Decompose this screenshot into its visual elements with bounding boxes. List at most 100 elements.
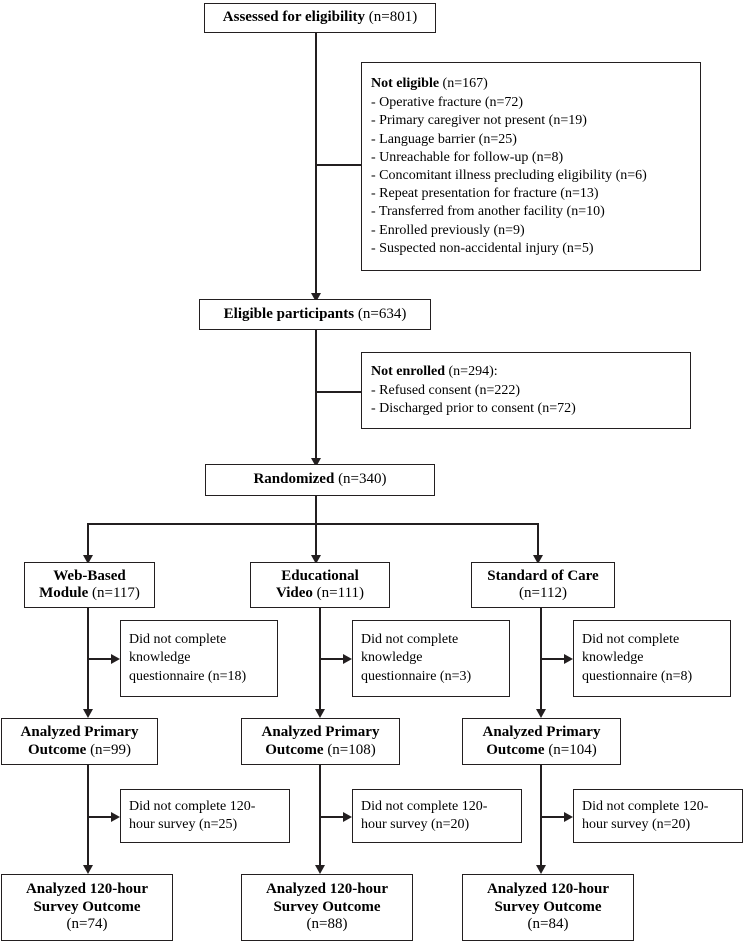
node-dropout-survey-arm2: Did not complete 120- hour survey (n=20) (352, 789, 522, 843)
primary-outcome-count: (n=104) (548, 741, 597, 758)
not-eligible-item: - Primary caregiver not present (n=19) (371, 113, 587, 129)
connector-arm3-to-dropout-survey (541, 816, 567, 818)
node-primary-outcome-arm3: Analyzed Primary Outcome (n=104) (462, 718, 621, 765)
eligible-count: (n=634) (357, 305, 407, 322)
connector-arm1-alloc-to-primary (87, 608, 89, 712)
survey-outcome-count: (n=88) (306, 916, 348, 933)
connector-arm1-primary-to-survey (87, 765, 89, 868)
allocation-line-1: Educational (281, 567, 359, 584)
not-eligible-item: - Unreachable for follow-up (n=8) (371, 149, 564, 165)
primary-outcome-label: Outcome (265, 741, 324, 758)
survey-outcome-line-1: Analyzed 120-hour (486, 881, 610, 898)
survey-outcome-count: (n=84) (527, 916, 569, 933)
dropout-survey-line-1: Did not complete 120- (361, 798, 488, 814)
node-primary-outcome-arm1: Analyzed Primary Outcome (n=99) (1, 718, 158, 765)
node-assessed-for-eligibility: Assessed for eligibility (n=801) (204, 3, 436, 33)
randomized-text: Randomized (n=340) (253, 471, 386, 488)
dropout-survey-line-1: Did not complete 120- (129, 798, 256, 814)
survey-outcome-line-2: Survey Outcome (494, 898, 602, 915)
assessed-text: Assessed for eligibility (n=801) (223, 9, 417, 26)
connector-arm2-to-dropout-survey (320, 816, 346, 818)
node-dropout-knowledge-arm3: Did not complete knowledge questionnaire… (573, 620, 731, 697)
survey-outcome-line-2: Survey Outcome (33, 898, 141, 915)
dropout-line-3: questionnaire (n=3) (361, 668, 472, 684)
primary-outcome-label: Outcome (27, 741, 87, 758)
dropout-line-2: knowledge (582, 650, 644, 666)
connector-arm3-to-dropout-knowledge (541, 658, 567, 660)
allocation-line-1: Web-Based (53, 567, 126, 584)
dropout-line-2: knowledge (361, 650, 423, 666)
connector-arm3-primary-to-survey (540, 765, 542, 868)
connector-split-right (537, 523, 539, 559)
not-eligible-item: - Language barrier (n=25) (371, 131, 517, 147)
not-eligible-item: - Repeat presentation for fracture (n=13… (371, 186, 599, 202)
primary-outcome-line-2: Outcome (n=99) (28, 742, 131, 759)
dropout-line-1: Did not complete (129, 632, 227, 648)
allocation-count: (n=111) (316, 585, 365, 601)
survey-outcome-line-1: Analyzed 120-hour (25, 881, 149, 898)
not-eligible-item: - Operative fracture (n=72) (371, 95, 524, 111)
connector-assessed-to-eligible (315, 33, 317, 296)
connector-to-not-enrolled (316, 391, 362, 393)
assessed-label: Assessed for eligibility (222, 9, 366, 26)
not-enrolled-count: (n=294): (448, 363, 498, 379)
dropout-survey-line-2: hour survey (n=20) (582, 817, 691, 832)
primary-outcome-line-1: Analyzed Primary (482, 724, 601, 741)
not-enrolled-label: Not enrolled (371, 363, 446, 379)
allocation-line-1: Standard of Care (487, 567, 599, 584)
arrowhead-arm3-dropout-knowledge (564, 653, 573, 664)
node-dropout-knowledge-arm2: Did not complete knowledge questionnaire… (352, 620, 510, 697)
primary-outcome-count: (n=99) (90, 741, 132, 758)
allocation-label: Video (275, 585, 313, 601)
primary-outcome-line-2: Outcome (n=108) (265, 742, 376, 759)
arrowhead-arm3-primary (535, 709, 546, 718)
dropout-survey-line-2: hour survey (n=20) (361, 817, 470, 832)
arrowhead-arm1-survey (82, 865, 93, 874)
dropout-line-3: questionnaire (n=8) (582, 668, 693, 684)
connector-split-horizontal (87, 523, 539, 525)
node-randomized: Randomized (n=340) (205, 464, 435, 496)
dropout-survey-line-1: Did not complete 120- (582, 798, 709, 814)
not-eligible-item: - Transferred from another facility (n=1… (371, 204, 605, 220)
dropout-line-2: knowledge (129, 650, 191, 666)
eligible-text: Eligible participants (n=634) (224, 306, 407, 323)
arrowhead-to-eligible (310, 293, 321, 302)
not-eligible-header: Not eligible (n=167) (371, 75, 488, 93)
primary-outcome-line-1: Analyzed Primary (261, 724, 380, 741)
connector-arm1-to-dropout-survey (88, 816, 114, 818)
arrowhead-arm2-dropout-knowledge (343, 653, 352, 664)
survey-outcome-line-1: Analyzed 120-hour (265, 881, 389, 898)
connector-arm2-alloc-to-primary (319, 608, 321, 712)
node-survey-outcome-arm3: Analyzed 120-hour Survey Outcome (n=84) (462, 874, 634, 941)
not-eligible-count: (n=167) (442, 76, 488, 92)
arrowhead-arm1-dropout-survey (111, 811, 120, 822)
connector-eligible-to-randomized (315, 330, 317, 461)
allocation-label: Module (39, 585, 89, 601)
arrowhead-to-arm-3 (532, 555, 543, 564)
connector-randomized-stem (315, 496, 317, 559)
survey-outcome-line-2: Survey Outcome (273, 898, 381, 915)
connector-arm2-to-dropout-knowledge (320, 658, 346, 660)
not-eligible-item: - Enrolled previously (n=9) (371, 222, 525, 238)
assessed-count: (n=801) (368, 9, 418, 26)
survey-outcome-count: (n=74) (66, 916, 108, 933)
primary-outcome-line-1: Analyzed Primary (20, 724, 139, 741)
connector-to-not-eligible (316, 164, 362, 166)
eligible-label: Eligible participants (223, 305, 355, 322)
arrowhead-arm1-dropout-knowledge (111, 653, 120, 664)
arrowhead-to-arm-1 (82, 555, 93, 564)
node-allocation-educational-video: Educational Video (n=111) (250, 562, 390, 608)
allocation-count: (n=112) (519, 585, 567, 601)
allocation-line-2: Module (n=117) (39, 585, 140, 602)
not-enrolled-item: - Refused consent (n=222) (371, 382, 521, 398)
arrowhead-arm1-primary (82, 709, 93, 718)
arrowhead-arm2-dropout-survey (343, 811, 352, 822)
primary-outcome-label: Outcome (486, 741, 545, 758)
randomized-label: Randomized (253, 471, 335, 488)
arrowhead-to-randomized (310, 458, 321, 467)
node-eligible-participants: Eligible participants (n=634) (199, 299, 431, 330)
connector-split-left (87, 523, 89, 559)
randomized-count: (n=340) (338, 471, 387, 488)
node-dropout-survey-arm1: Did not complete 120- hour survey (n=25) (120, 789, 290, 843)
